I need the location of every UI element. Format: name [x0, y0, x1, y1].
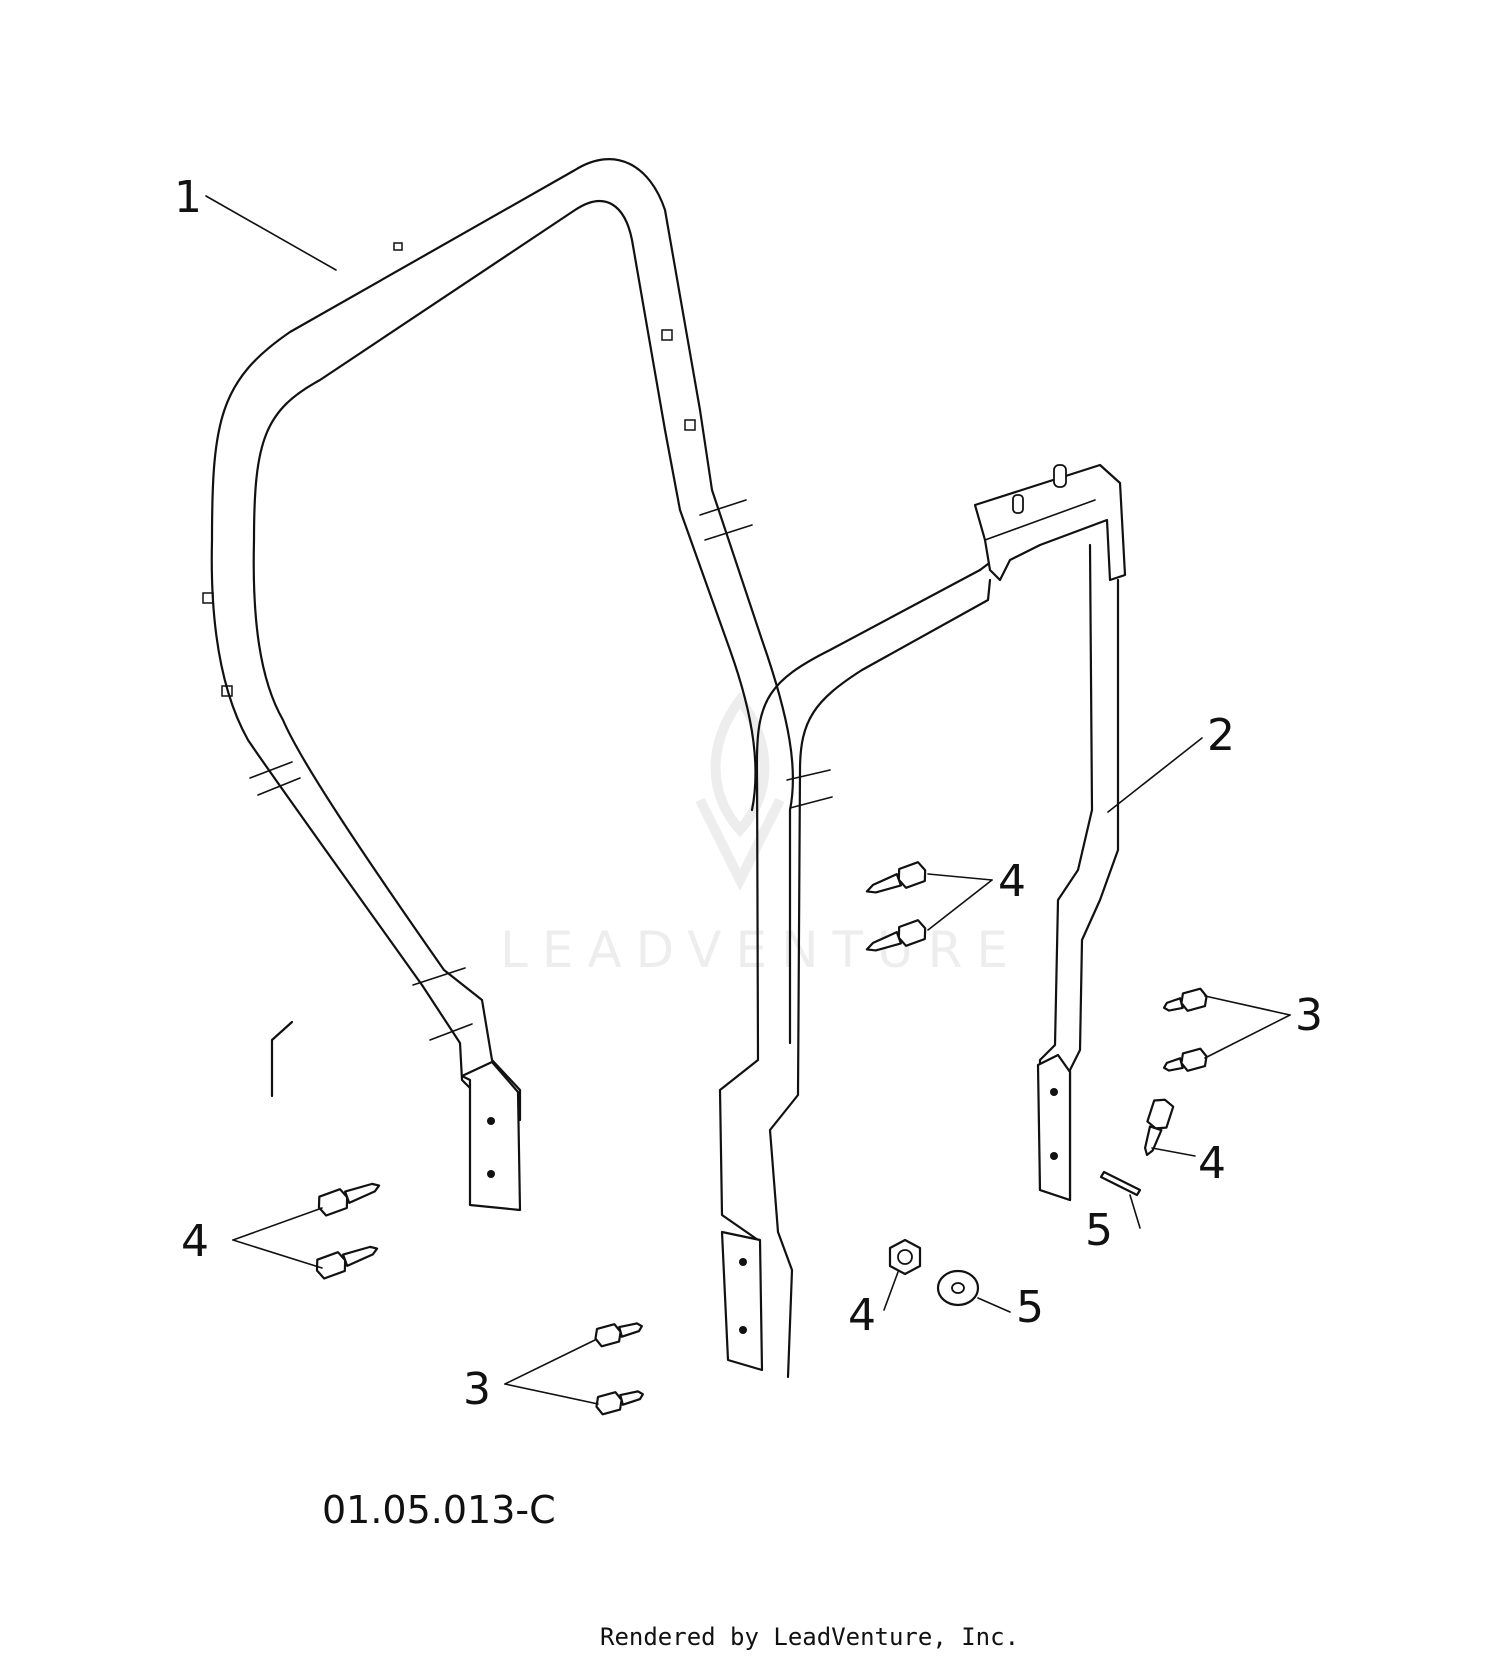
bolt-3-right-upper [1162, 987, 1208, 1012]
footer-credit: Rendered by LeadVenture, Inc. [600, 1623, 1019, 1651]
callouts: 1 2 3 3 4 4 4 4 5 5 [174, 172, 1323, 1415]
bolt-3-right-lower [1162, 1047, 1208, 1072]
washer-5 [936, 1269, 980, 1307]
callout-1: 1 [174, 172, 202, 223]
callout-2: 2 [1207, 710, 1235, 761]
bolt-4-left-lower [315, 1245, 379, 1280]
callout-5-pin: 5 [1085, 1205, 1113, 1256]
callout-4-right: 4 [1198, 1138, 1226, 1189]
bolt-3-bottom-upper [594, 1322, 643, 1348]
callout-4-bottom: 4 [848, 1290, 876, 1341]
fastener-group [315, 861, 1208, 1416]
bolt-3-bottom-lower [595, 1390, 644, 1416]
part-2-front-bar [718, 463, 1127, 1379]
pin-5 [1099, 1170, 1142, 1197]
callout-3-bottom: 3 [463, 1364, 491, 1415]
watermark: LEADVENTURE [500, 691, 1022, 979]
leader-lines [205, 195, 1291, 1405]
flame-logo-icon [695, 691, 785, 892]
watermark-text: LEADVENTURE [500, 921, 1022, 979]
bolt-4-left-upper [317, 1182, 381, 1217]
part-1-roll-bar [202, 158, 794, 1212]
bolt-4-center-upper [865, 861, 927, 894]
callout-3-right: 3 [1295, 990, 1323, 1041]
bolt-4-bottom [888, 1238, 922, 1276]
callout-4-left: 4 [181, 1216, 209, 1267]
bolt-4-center-lower [865, 919, 927, 952]
bolt-4-right [1143, 1098, 1175, 1157]
drawing-code: 01.05.013-C [322, 1488, 556, 1532]
callout-5-washer: 5 [1016, 1282, 1044, 1333]
callout-4-center: 4 [998, 856, 1026, 907]
